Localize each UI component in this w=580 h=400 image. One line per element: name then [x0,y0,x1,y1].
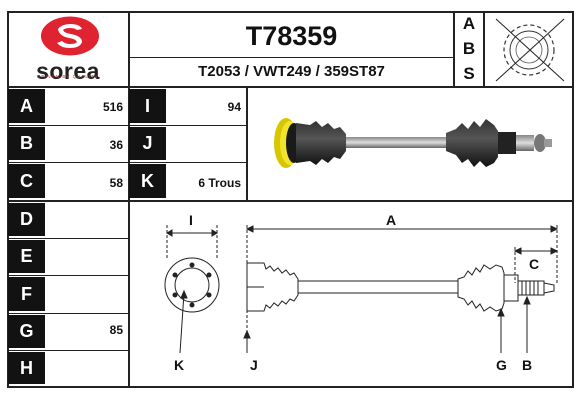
header-mid-line [128,57,454,58]
abs-letter-a: A [462,14,476,34]
label-f: F [8,277,45,311]
diagram-label-c: C [529,256,539,272]
row-sep-7 [7,350,129,351]
value-a: 516 [102,100,123,114]
product-photo [250,89,570,199]
label-d: D [8,203,45,236]
value-i: 94 [227,100,241,114]
brand-name: sorea [36,58,100,84]
label-k: K [129,164,166,198]
cross-references: T2053 / VWT249 / 359ST87 [198,63,385,80]
value-k: 6 Trous [198,176,241,190]
abs-ring-crossed [488,13,570,85]
label-i: I [129,89,166,123]
abs-ring-icon [495,18,565,82]
dimension-drawing: I A C K J G B [164,212,559,373]
frame-header-bottom [7,86,573,88]
diagram-label-j: J [250,357,258,373]
row-sep-4 [7,238,129,239]
abs-column: A B S [455,12,483,86]
label-e: E [8,240,45,273]
col-divider-photo [246,87,248,201]
col-divider-abs2 [483,11,485,87]
frame-top [7,11,573,13]
row-sep-1 [7,125,247,126]
diagram-label-a: A [386,212,396,228]
abs-letter-s: S [463,63,475,83]
spec-top-bottom [7,200,573,202]
frame-bottom [7,386,573,388]
value-c: 58 [109,176,123,190]
row-sep-5 [7,275,129,276]
label-g: G [8,315,45,348]
diagram-label-g: G [496,357,507,373]
diagram-label-i: I [189,212,193,228]
col-divider-abs [453,11,455,87]
label-h: H [8,352,45,384]
col-divider-1 [128,11,130,388]
label-b: B [8,127,45,160]
frame-left [7,11,9,388]
diagram-label-k: K [174,357,184,373]
part-number: T78359 [245,21,338,51]
brand-logo [40,16,100,56]
brand-tagline: DRIVEN BY QUALITY [37,74,99,79]
technical-diagram: I A C K J G B [130,203,570,385]
sorea-emblem-icon [41,16,99,56]
frame-right [572,11,574,388]
drive-shaft-photo-icon [274,118,552,168]
value-b: 36 [109,138,123,152]
row-sep-2 [7,162,247,163]
abs-letter-b: B [462,38,476,58]
label-j: J [129,127,166,160]
label-a: A [8,89,45,123]
row-sep-6 [7,313,129,314]
value-g: 85 [109,323,123,337]
label-c: C [8,164,45,198]
diagram-label-b: B [522,357,532,373]
